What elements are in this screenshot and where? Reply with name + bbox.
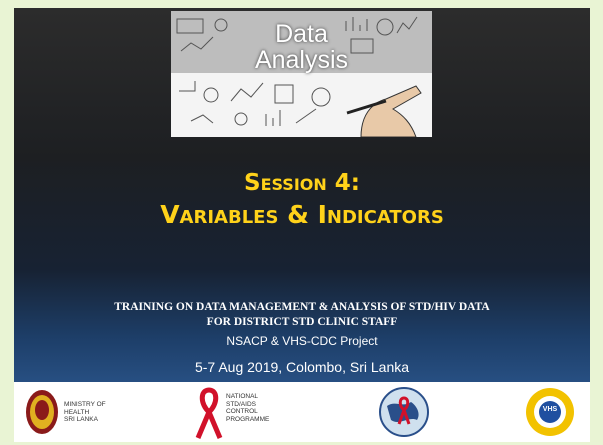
nsacp-label: NATIONAL STD/AIDS CONTROL PROGRAMME — [226, 393, 269, 423]
ministry-label-line1: MINISTRY OF — [64, 401, 106, 408]
ministry-label-line3: SRI LANKA — [64, 416, 98, 423]
banner-title-line2: Analysis — [254, 46, 349, 74]
vhs-logo-icon — [526, 388, 574, 436]
sketch-drawings-icon — [176, 16, 422, 137]
event-dates: 5-7 Aug 2019, Colombo, Sri Lanka — [194, 359, 410, 375]
data-analysis-banner: Data Analysis — [171, 11, 432, 137]
globe-ribbon-logo-icon — [379, 387, 429, 437]
red-ribbon-icon — [195, 387, 223, 439]
nsacp-label-line2: STD/AIDS — [226, 400, 256, 408]
training-title-line2: FOR DISTRICT STD CLINIC STAFF — [206, 316, 398, 328]
banner-gray-strip — [171, 11, 432, 73]
nsacp-label-line4: PROGRAMME — [226, 415, 270, 423]
ministry-label-line2: HEALTH — [64, 408, 90, 416]
nsacp-label-line3: CONTROL — [226, 408, 258, 415]
ministry-label: MINISTRY OF HEALTH SRI LANKA — [64, 401, 106, 424]
training-title-line1: TRAINING ON DATA MANAGEMENT & ANALYSIS O… — [114, 301, 490, 313]
slide: Data Analysis Session 4: Variables & Ind… — [14, 8, 590, 382]
logo-bar: MINISTRY OF HEALTH SRI LANKA NATIONAL ST… — [14, 382, 590, 442]
project-name: NSACP & VHS-CDC Project — [226, 334, 378, 348]
vhs-logo-text: VHS — [542, 406, 558, 413]
ministry-emblem-icon — [26, 390, 58, 434]
nsacp-label-line1: NATIONAL — [226, 393, 259, 400]
session-title: Session 4: — [244, 170, 360, 196]
banner-title-line1: Data — [275, 20, 328, 48]
session-subtitle: Variables & Indicators — [160, 200, 444, 229]
